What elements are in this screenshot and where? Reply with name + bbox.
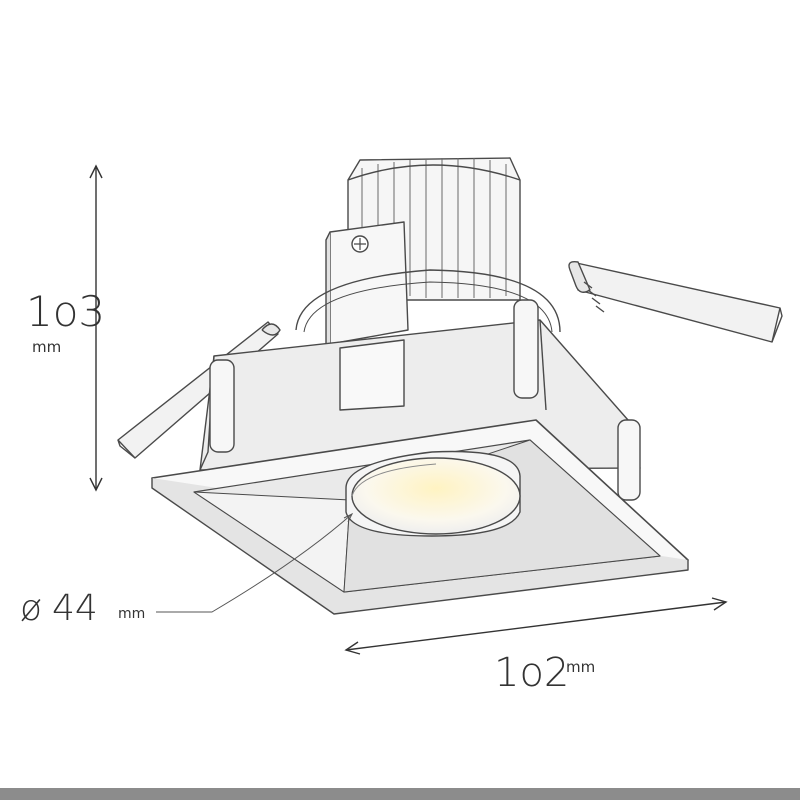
width-dimension xyxy=(344,597,728,655)
width-unit: mm xyxy=(566,658,595,676)
height-arrow-bottom-icon xyxy=(89,477,103,492)
bottom-bar xyxy=(0,788,800,800)
collar-ring xyxy=(295,269,561,333)
width-arrow-right-icon xyxy=(711,597,728,611)
diameter-symbol: ø xyxy=(20,588,42,629)
led-lens xyxy=(351,457,521,535)
diameter-value: 44 xyxy=(52,588,98,629)
lens-cylinder xyxy=(345,450,521,537)
height-unit: mm xyxy=(32,338,61,356)
width-dimension-line xyxy=(345,601,727,651)
mounting-bracket xyxy=(325,221,409,351)
diameter-unit: mm xyxy=(118,606,145,622)
height-value: 1o3 xyxy=(26,287,105,336)
width-arrow-left-icon xyxy=(344,641,361,655)
width-value: 1o2 xyxy=(494,650,569,696)
right-spring-clip xyxy=(568,260,783,343)
fixture-illustration xyxy=(117,157,783,615)
height-arrow-top-icon xyxy=(89,164,103,179)
diameter-leader xyxy=(156,512,354,613)
height-dimension xyxy=(89,164,103,492)
